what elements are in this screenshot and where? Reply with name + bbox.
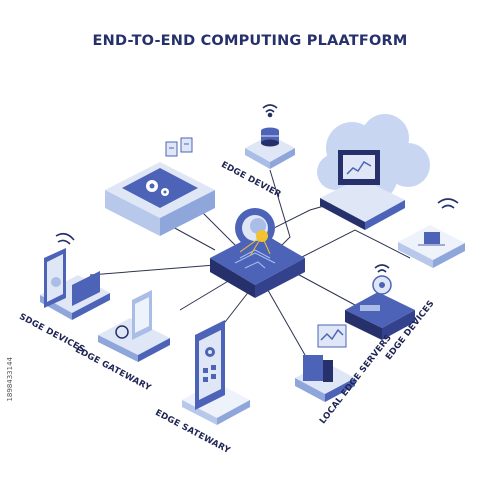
central-hub [210, 208, 305, 298]
line-to-sensor [299, 229, 411, 259]
line-to-edge-devices-right [289, 269, 356, 306]
edge-devier-device [245, 104, 295, 169]
diagram-title: END-TO-END COMPUTING PLAATFORM [92, 33, 408, 49]
gear-icon [146, 180, 169, 196]
cloud-monitor-device [317, 114, 430, 230]
line-to-gateway [179, 279, 231, 311]
document-icon [165, 137, 193, 157]
gear-icon [205, 347, 215, 357]
tablet-device [182, 320, 250, 425]
chip-icon [234, 249, 276, 269]
chart-icon [346, 161, 372, 175]
phone-app-icon [51, 277, 61, 287]
server-gears-box [105, 162, 215, 236]
wifi-icon [262, 104, 278, 118]
sensor-panel [398, 198, 465, 268]
edge-gateway-device [98, 290, 170, 362]
edge-devices-router [345, 264, 415, 340]
line-to-phone-devices [89, 264, 216, 276]
wifi-icon [55, 232, 75, 245]
chart-icon [320, 328, 344, 341]
line-to-local-servers [264, 284, 306, 356]
server-icon [303, 355, 323, 381]
database-icon [261, 127, 279, 147]
app-grid [203, 365, 216, 382]
local-edge-servers-device [295, 324, 355, 402]
stock-id-text: 1898433144 [6, 357, 14, 402]
phone-device [40, 232, 110, 320]
